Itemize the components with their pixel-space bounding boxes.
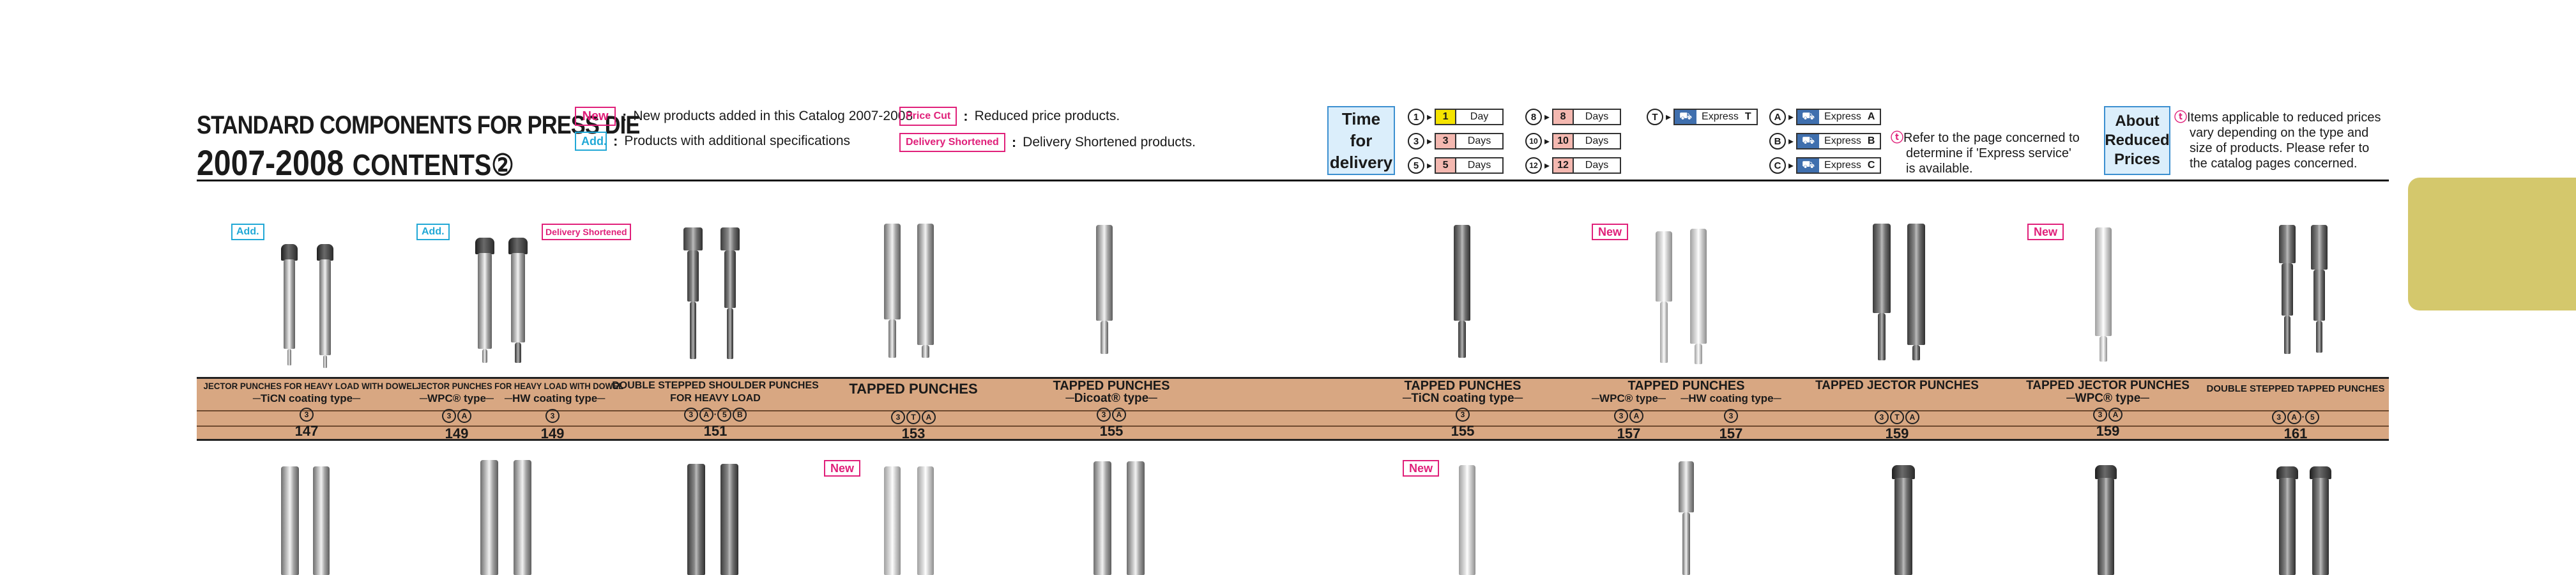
legend-add: Add. : Products with additional specific… bbox=[575, 132, 850, 151]
category-tapped-ticn[interactable]: TAPPED PUNCHES ─TiCN coating type─ 3 155 bbox=[1373, 379, 1552, 440]
legend-new-text: New products added in this Catalog 2007-… bbox=[633, 109, 913, 123]
category-jector-heavy-wpc[interactable]: JECTOR PUNCHES FOR HEAVY LOAD WITH DOWEL… bbox=[409, 379, 623, 441]
page-number: 157 bbox=[1617, 425, 1641, 441]
truck-icon: ⛟ bbox=[1797, 134, 1820, 148]
section-side-tab[interactable] bbox=[2408, 178, 2576, 310]
page-number: 149 bbox=[540, 425, 565, 441]
category-jector-heavy-ticn[interactable]: JECTOR PUNCHES FOR HEAVY LOAD WITH DOWEL… bbox=[198, 379, 418, 440]
add-tag: Add. bbox=[575, 132, 607, 151]
legend-new: New : New products added in this Catalog… bbox=[575, 107, 913, 126]
truck-icon: ⛟ bbox=[1797, 110, 1820, 124]
category-tapped-wpc-hw[interactable]: TAPPED PUNCHES ─WPC® type─ ─HW coating t… bbox=[1584, 379, 1788, 441]
page-number: 161 bbox=[2283, 425, 2308, 441]
page-number: 157 bbox=[1719, 425, 1743, 441]
page-number: 153 bbox=[901, 425, 926, 441]
new-badge: New bbox=[1592, 224, 1629, 240]
price-cut-tag: Price Cut bbox=[899, 107, 957, 126]
catalog-year: 2007-2008 bbox=[197, 142, 344, 183]
add-badge: Add. bbox=[416, 224, 450, 240]
legend-add-text: Products with additional specifications bbox=[624, 134, 851, 148]
page-number: 149 bbox=[445, 425, 469, 441]
page-number: 155 bbox=[1451, 423, 1475, 439]
legend-delivery: Delivery Shortened : Delivery Shortened … bbox=[899, 133, 1196, 152]
delivery-shortened-tag: Delivery Shortened bbox=[899, 133, 1005, 152]
add-badge: Add. bbox=[231, 224, 264, 240]
new-badge: New bbox=[824, 460, 861, 477]
page-number: 159 bbox=[1885, 425, 1909, 441]
header-rule bbox=[197, 180, 2389, 181]
page-number: 159 bbox=[2096, 423, 2120, 439]
truck-icon: ⛟ bbox=[1675, 110, 1697, 124]
category-double-stepped-shoulder[interactable]: DOUBLE STEPPED SHOULDER PUNCHES FOR HEAV… bbox=[607, 379, 824, 440]
delivery-shortened-badge: Delivery Shortened bbox=[542, 224, 631, 240]
about-reduced-prices-box: About Reduced Prices bbox=[2104, 106, 2170, 175]
page-title: STANDARD COMPONENTS FOR PRESS DIE bbox=[197, 111, 640, 139]
page-number: 155 bbox=[1099, 423, 1124, 439]
new-badge: New bbox=[1403, 460, 1440, 477]
time-for-delivery-box: Time for delivery bbox=[1327, 106, 1395, 175]
truck-icon: ⛟ bbox=[1797, 158, 1820, 172]
reduced-prices-note: ⓣItems applicable to reduced prices vary… bbox=[2174, 111, 2381, 171]
notice-icon: ⓣ bbox=[2174, 111, 2187, 125]
legend-price: Price Cut : Reduced price products. bbox=[899, 107, 1120, 126]
page-number: 147 bbox=[294, 423, 319, 439]
new-badge: New bbox=[2027, 224, 2064, 240]
contents-label: CONTENTS② bbox=[352, 148, 514, 181]
page-number: 151 bbox=[703, 423, 728, 439]
notice-icon: ⓣ bbox=[1891, 131, 1903, 145]
category-band-row1 bbox=[197, 377, 2389, 441]
legend-price-text: Reduced price products. bbox=[974, 109, 1120, 123]
express-note: ⓣRefer to the page concerned to determin… bbox=[1891, 131, 2080, 176]
new-tag: New bbox=[575, 107, 616, 126]
page-subtitle: 2007-2008 CONTENTS② bbox=[197, 142, 514, 183]
legend-delivery-text: Delivery Shortened products. bbox=[1023, 135, 1196, 150]
